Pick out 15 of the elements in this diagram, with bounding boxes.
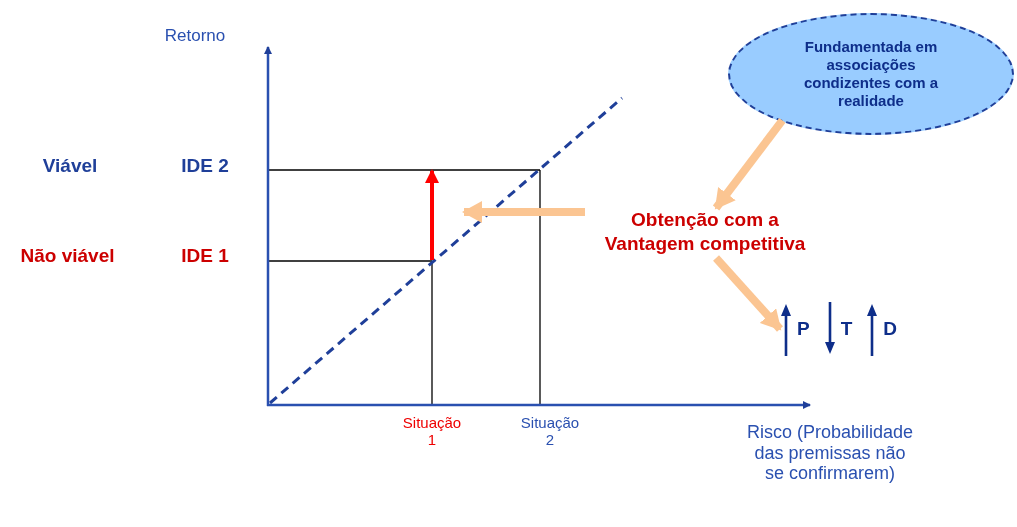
row-label: Viável	[41, 155, 99, 177]
axis-title: Retorno	[163, 26, 227, 46]
tick-label: IDE 1	[180, 245, 230, 267]
arrow	[712, 117, 786, 211]
tick-label: IDE 2	[180, 155, 230, 177]
tick-label: Situação 1	[401, 414, 463, 449]
letter-label: D	[883, 318, 897, 340]
letter-label: P	[797, 318, 810, 340]
arrow	[713, 255, 783, 332]
text-label: Obtenção com a Vantagem competitiva	[585, 208, 825, 258]
letter-label: T	[840, 318, 853, 340]
row-label: Não viável	[19, 245, 116, 267]
ellipse-node: Fundamentada em associações condizentes com a realidade	[728, 13, 1014, 135]
tick-label: Situação 2	[519, 414, 581, 449]
axis-title: Risco (Probabilidade das premissas não se confirmarem)	[745, 422, 915, 485]
